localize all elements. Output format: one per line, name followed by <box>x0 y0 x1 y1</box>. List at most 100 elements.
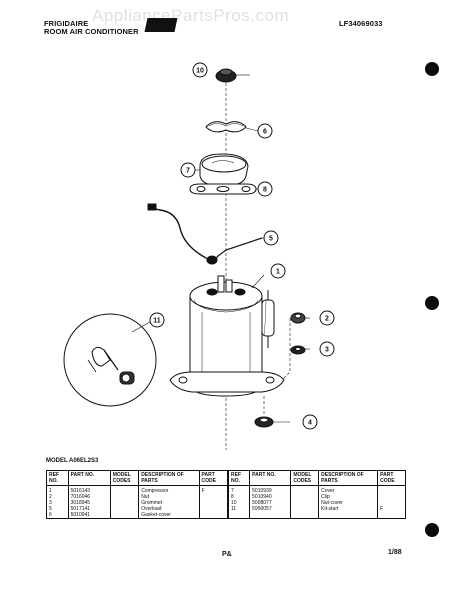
table-row: 11 5950057 Kit-start F <box>227 506 406 512</box>
ref-cell: 10 <box>227 500 250 506</box>
code-cell <box>377 494 406 500</box>
ref-cell: 8 <box>227 494 250 500</box>
model-cell <box>290 500 319 506</box>
desc-cell: Compressor <box>138 485 200 494</box>
callout-label: 5 <box>269 236 273 243</box>
part-cell: 5950057 <box>249 506 291 512</box>
part-cell: 5016143 <box>67 485 111 494</box>
table-row: 1 5016143 Compressor F <box>46 485 229 494</box>
nut-cover-part <box>215 68 237 83</box>
table-row: 3 3018945 Grommet <box>46 500 229 506</box>
page-number: 1/88 <box>388 549 402 556</box>
footer-center-mark: P& <box>222 551 232 558</box>
grommet-part <box>290 345 306 355</box>
parts-table-left-body: 1 5016143 Compressor F 2 7016046 Nut 3 3… <box>46 485 229 519</box>
model-cell <box>109 512 139 519</box>
brand-line-2: ROOM AIR CONDITIONER <box>44 27 139 36</box>
table-row: 8 5010940 Clip <box>227 494 406 500</box>
ref-cell: 5 <box>46 506 69 512</box>
desc-cell: Gasket-cover <box>138 512 200 519</box>
model-cell <box>290 494 319 500</box>
desc-cell: Grommet <box>138 500 200 506</box>
desc-cell: Nut <box>138 494 200 500</box>
model-cell <box>290 485 319 494</box>
code-cell <box>377 485 406 494</box>
ref-cell: 11 <box>227 506 250 512</box>
table-row: 6 5010941 Gasket-cover <box>46 512 229 519</box>
callout-8 <box>257 181 273 197</box>
parts-table-left: REF NO. PART NO. MODEL CODES DESCRIPTION… <box>46 470 229 519</box>
table-row: 5 5017141 Overload <box>46 506 229 512</box>
col-header-ref: REF NO. <box>227 470 251 486</box>
ref-cell: 7 <box>227 485 250 494</box>
parts-table-right: REF NO. PART NO. MODEL CODES DESCRIPTION… <box>227 470 406 519</box>
col-header-code: PART CODE <box>198 470 229 486</box>
part-cell: 5008077 <box>249 500 291 506</box>
code-cell <box>198 500 229 506</box>
part-cell: 3018945 <box>67 500 111 506</box>
callout-4 <box>302 414 318 430</box>
table-row: 10 5008077 Nut-cover <box>227 500 406 506</box>
callout-label: 6 <box>263 129 267 136</box>
col-header-code: PART CODE <box>377 470 406 486</box>
cover-part <box>199 153 249 187</box>
callout-10 <box>192 62 208 78</box>
desc-cell: Nut-cover <box>318 500 378 506</box>
code-cell <box>198 506 229 512</box>
col-header-description: DESCRIPTION OF PARTS <box>318 470 379 486</box>
part-cell: 5010941 <box>67 512 111 519</box>
callout-label: 10 <box>196 68 204 75</box>
ref-cell: 3 <box>46 500 69 506</box>
col-header-ref: REF NO. <box>46 470 69 486</box>
ref-cell: 1 <box>46 485 69 494</box>
brand-line-1: FRIGIDAIRE <box>44 19 89 28</box>
model-cell <box>109 494 139 500</box>
callout-label: 2 <box>325 316 329 323</box>
gasket-cover-part <box>205 121 247 133</box>
model-cell <box>109 485 139 494</box>
code-cell <box>198 494 229 500</box>
desc-cell: Kit-start <box>318 506 378 512</box>
doc-number: LF34069033 <box>339 19 383 28</box>
part-cell: 5010940 <box>249 494 291 500</box>
table-row <box>227 512 406 519</box>
col-header-model: MODEL CODES <box>109 470 140 486</box>
start-kit-part <box>63 313 157 407</box>
col-header-part: PART NO. <box>67 470 111 486</box>
part-cell: 5010939 <box>249 485 291 494</box>
callout-label: 4 <box>308 420 312 427</box>
clip-part <box>189 183 257 195</box>
callout-5 <box>263 230 279 246</box>
callout-label: 1 <box>276 269 280 276</box>
grommet-lower-part <box>254 416 274 428</box>
callout-6 <box>257 123 273 139</box>
compressor-part <box>169 275 285 397</box>
model-cell <box>109 500 139 506</box>
table-row: 7 5010939 Cover <box>227 485 406 494</box>
desc-cell: Cover <box>318 485 378 494</box>
desc-cell: Overload <box>138 506 200 512</box>
callout-11 <box>149 312 165 328</box>
callout-label: 8 <box>263 187 267 194</box>
col-header-description: DESCRIPTION OF PARTS <box>138 470 200 486</box>
ref-cell: 6 <box>46 512 69 519</box>
model-label: MODEL A06EL2S3 <box>46 458 99 464</box>
code-cell: F <box>377 506 406 512</box>
callout-label: 11 <box>153 318 161 325</box>
code-cell <box>198 512 229 519</box>
model-cell <box>109 506 139 512</box>
model-cell <box>290 506 319 512</box>
callout-label: 3 <box>325 347 329 354</box>
col-header-part: PART NO. <box>249 470 292 486</box>
binder-hole-middle <box>425 296 439 310</box>
desc-cell: Clip <box>318 494 378 500</box>
callout-2 <box>319 310 335 326</box>
col-header-model: MODEL CODES <box>290 470 320 486</box>
callout-7 <box>180 162 196 178</box>
parts-table-right-body: 7 5010939 Cover 8 5010940 Clip 10 500807… <box>227 485 406 519</box>
callout-label: 7 <box>186 168 190 175</box>
callout-3 <box>319 341 335 357</box>
part-cell: 5017141 <box>67 506 111 512</box>
